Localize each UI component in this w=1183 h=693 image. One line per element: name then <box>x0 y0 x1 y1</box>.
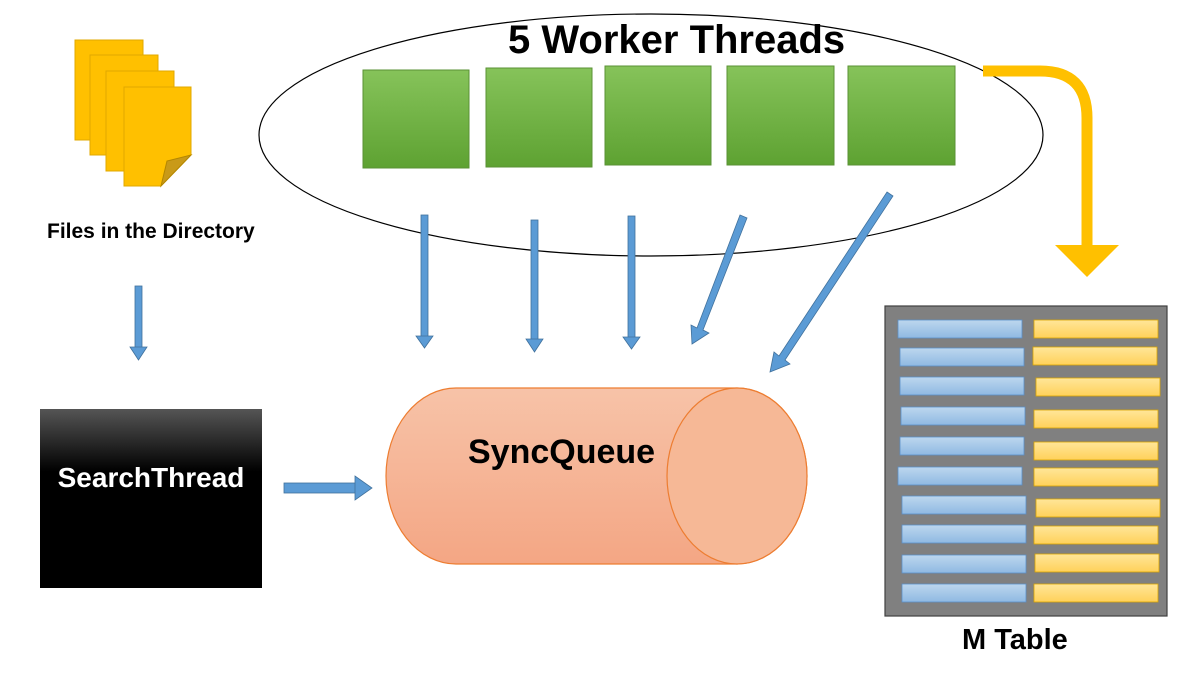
table-cell <box>1035 498 1161 518</box>
table-cell <box>901 554 1027 574</box>
table-cell <box>1033 319 1159 339</box>
m-table-left-column <box>897 319 1027 603</box>
worker-threads <box>362 65 956 169</box>
table-cell <box>900 406 1026 426</box>
table-cell <box>1033 441 1159 461</box>
table-cell <box>901 583 1027 603</box>
table-cell <box>897 319 1023 339</box>
files-label: Files in the Directory <box>47 220 255 243</box>
table-cell <box>899 376 1025 396</box>
big-curved-arrow <box>983 65 1119 277</box>
table-cell <box>897 466 1023 486</box>
files-to-search-arrow <box>129 285 148 361</box>
search-to-queue-arrow <box>283 475 373 501</box>
worker-thread-5 <box>847 65 956 166</box>
queue-end-cap <box>666 387 808 565</box>
arrow-worker-2 <box>525 219 544 353</box>
arrow-worker-5 <box>769 191 894 373</box>
table-cell <box>1032 346 1158 366</box>
table-cell <box>1033 583 1159 603</box>
files-stack-icon <box>74 39 193 188</box>
arrow-worker-3 <box>622 215 641 350</box>
m-table <box>884 305 1168 617</box>
m-table-right-column <box>1032 319 1161 603</box>
table-cell <box>901 495 1027 515</box>
table-cell <box>1035 377 1161 397</box>
search-thread-box <box>40 409 262 588</box>
worker-pool-ellipse <box>258 13 1044 257</box>
m-table-label: M Table <box>962 624 1068 656</box>
worker-thread-4 <box>726 65 835 166</box>
search-thread-label: SearchThread <box>57 462 245 493</box>
worker-thread-2 <box>485 67 593 168</box>
table-cell <box>1033 409 1159 429</box>
sync-queue-label: SyncQueue <box>468 433 656 471</box>
file-page-4 <box>123 86 192 187</box>
table-cell <box>1033 525 1159 545</box>
worker-threads-title: 5 Worker Threads <box>508 18 846 62</box>
table-cell <box>1034 553 1160 573</box>
worker-thread-1 <box>362 69 470 169</box>
worker-to-queue-arrows <box>415 191 894 373</box>
table-cell <box>901 524 1027 544</box>
file-page-fold <box>160 154 193 188</box>
sync-queue-cylinder <box>385 387 808 565</box>
table-cell <box>1033 467 1159 487</box>
arrow-worker-4 <box>690 214 748 345</box>
worker-thread-3 <box>604 65 712 166</box>
table-cell <box>899 347 1025 367</box>
arrow-worker-1 <box>415 214 434 349</box>
table-cell <box>899 436 1025 456</box>
